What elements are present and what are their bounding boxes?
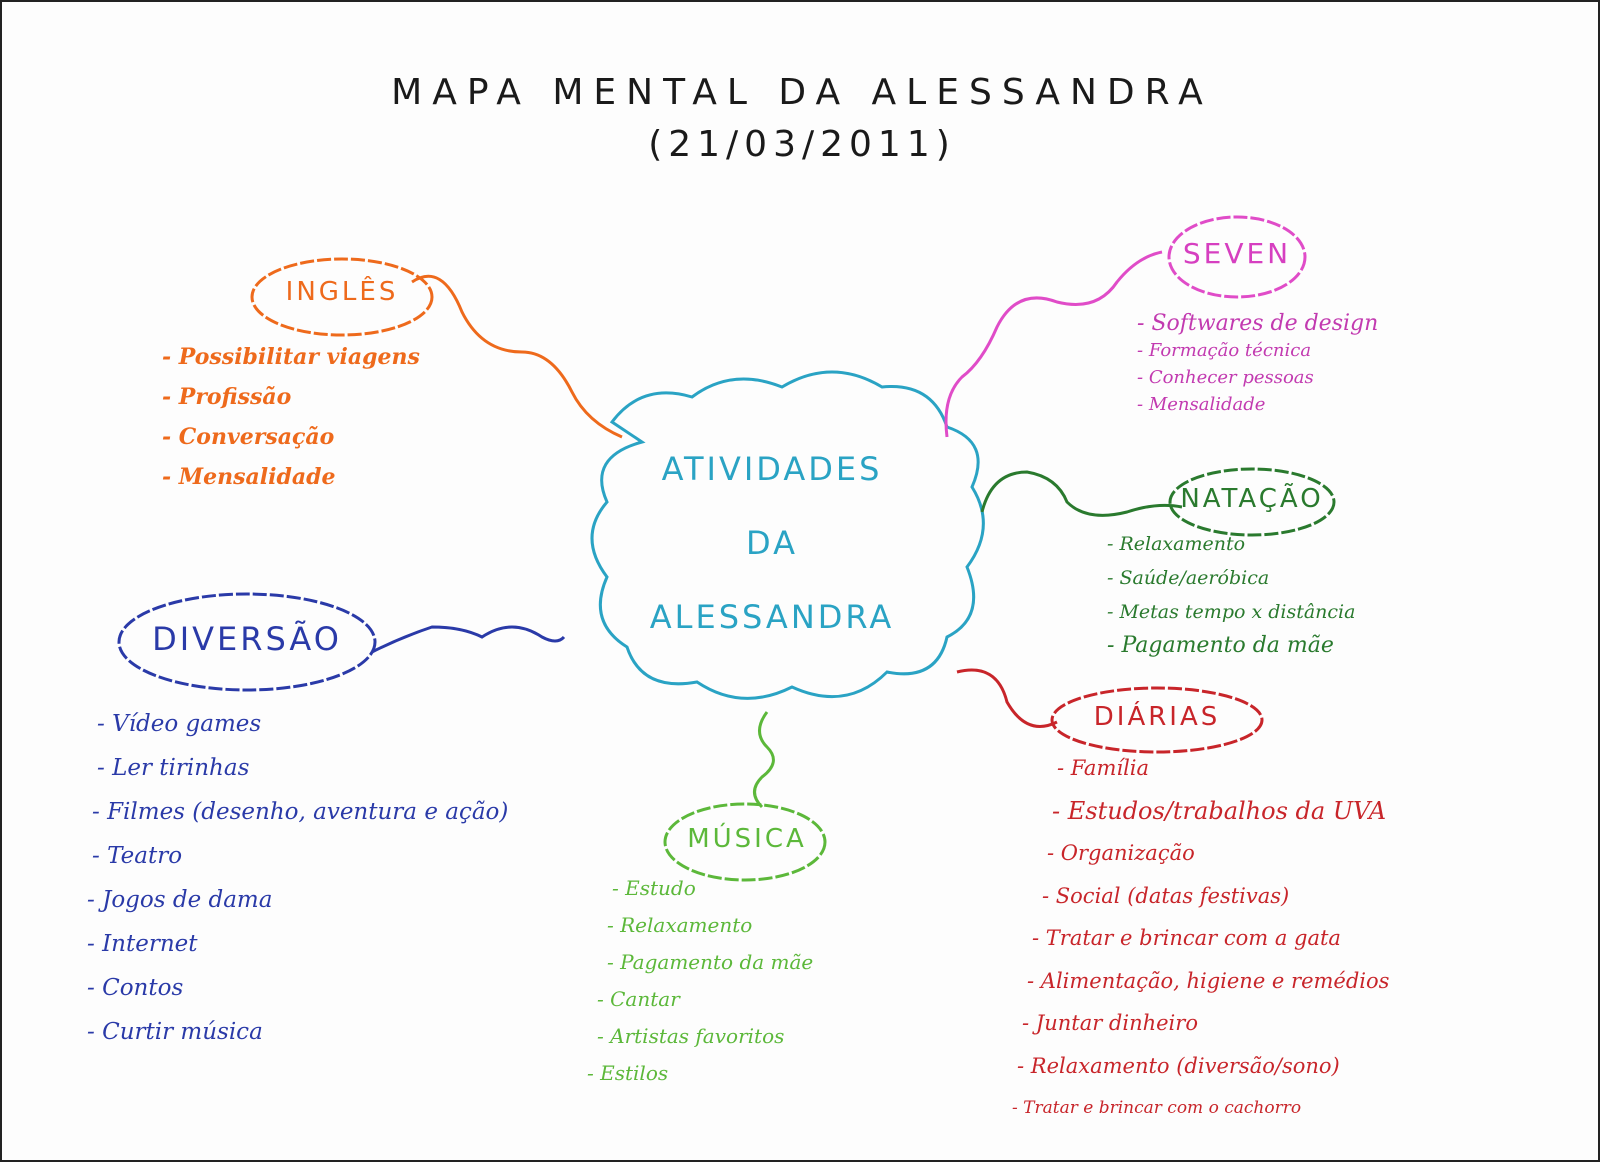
list-seven: Softwares de design Formação técnica Con… (1137, 310, 1378, 418)
list-item: Saúde/aeróbica (1107, 561, 1355, 595)
list-diversao: Vídeo games Ler tirinhas Filmes (desenho… (87, 702, 508, 1054)
list-item: Organização (1047, 832, 1389, 875)
list-natacao: Relaxamento Saúde/aeróbica Metas tempo x… (1107, 527, 1355, 663)
center-line: DA (746, 524, 798, 562)
list-item: Juntar dinheiro (1022, 1002, 1389, 1045)
list-item: Social (datas festivas) (1042, 875, 1389, 918)
center-node: ATIVIDADES DA ALESSANDRA (622, 432, 922, 654)
node-ingles: INGLÊS (285, 277, 399, 307)
node-diversao: DIVERSÃO (152, 620, 342, 658)
list-item: Estudo (612, 870, 813, 907)
center-line: ALESSANDRA (649, 598, 895, 636)
node-musica: MÚSICA (687, 824, 807, 854)
node-seven: SEVEN (1182, 237, 1292, 270)
list-diarias: Família Estudos/trabalhos da UVA Organiz… (1012, 747, 1389, 1130)
connector-natacao (980, 470, 1183, 517)
list-item: Relaxamento (diversão/sono) (1017, 1045, 1389, 1088)
connector-diversao (371, 625, 566, 654)
list-item: Artistas favoritos (597, 1018, 813, 1055)
list-item: Tratar e brincar com o cachorro (1012, 1087, 1389, 1130)
list-item: Conhecer pessoas (1137, 364, 1378, 391)
list-item: Formação técnica (1137, 337, 1378, 364)
node-diarias: DIÁRIAS (1093, 702, 1221, 732)
list-item: Profissão (162, 377, 420, 417)
node-natacao: NATAÇÃO (1180, 484, 1324, 514)
connector-diarias (956, 668, 1058, 728)
list-item: Vídeo games (97, 702, 508, 746)
list-item: Relaxamento (607, 907, 813, 944)
list-item: Cantar (597, 981, 813, 1018)
list-item: Mensalidade (1137, 391, 1378, 418)
center-cloud (590, 370, 985, 700)
connector-seven (944, 250, 1163, 438)
list-item: Possibilitar viagens (162, 337, 420, 377)
list-item: Contos (87, 966, 508, 1010)
cloud-seven (1167, 215, 1307, 299)
list-item: Teatro (92, 834, 508, 878)
map-title: MAPA MENTAL DA ALESSANDRA (391, 72, 1213, 113)
list-ingles: Possibilitar viagens Profissão Conversaç… (162, 337, 420, 497)
connector-ingles (411, 274, 623, 439)
list-item: Alimentação, higiene e remédios (1027, 960, 1390, 1003)
list-item: Curtir música (87, 1010, 508, 1054)
list-item: Estilos (587, 1055, 813, 1092)
center-line: ATIVIDADES (661, 450, 883, 488)
cloud-diversao (117, 592, 377, 692)
list-item: Filmes (desenho, aventura e ação) (92, 790, 508, 834)
list-item: Relaxamento (1107, 527, 1355, 561)
map-date: (21/03/2011) (648, 124, 956, 165)
list-item: Pagamento da mãe (1107, 629, 1355, 663)
list-item: Softwares de design (1137, 310, 1378, 337)
cloud-ingles (250, 257, 434, 337)
list-item: Estudos/trabalhos da UVA (1052, 790, 1389, 833)
list-item: Conversação (162, 417, 420, 457)
list-item: Ler tirinhas (97, 746, 508, 790)
connector-musica (753, 711, 775, 809)
list-item: Mensalidade (162, 457, 420, 497)
list-item: Metas tempo x distância (1107, 595, 1355, 629)
list-item: Internet (87, 922, 508, 966)
list-item: Jogos de dama (87, 878, 508, 922)
list-item: Pagamento da mãe (607, 944, 813, 981)
list-musica: Estudo Relaxamento Pagamento da mãe Cant… (587, 870, 813, 1092)
list-item: Tratar e brincar com a gata (1032, 917, 1389, 960)
list-item: Família (1057, 747, 1389, 790)
